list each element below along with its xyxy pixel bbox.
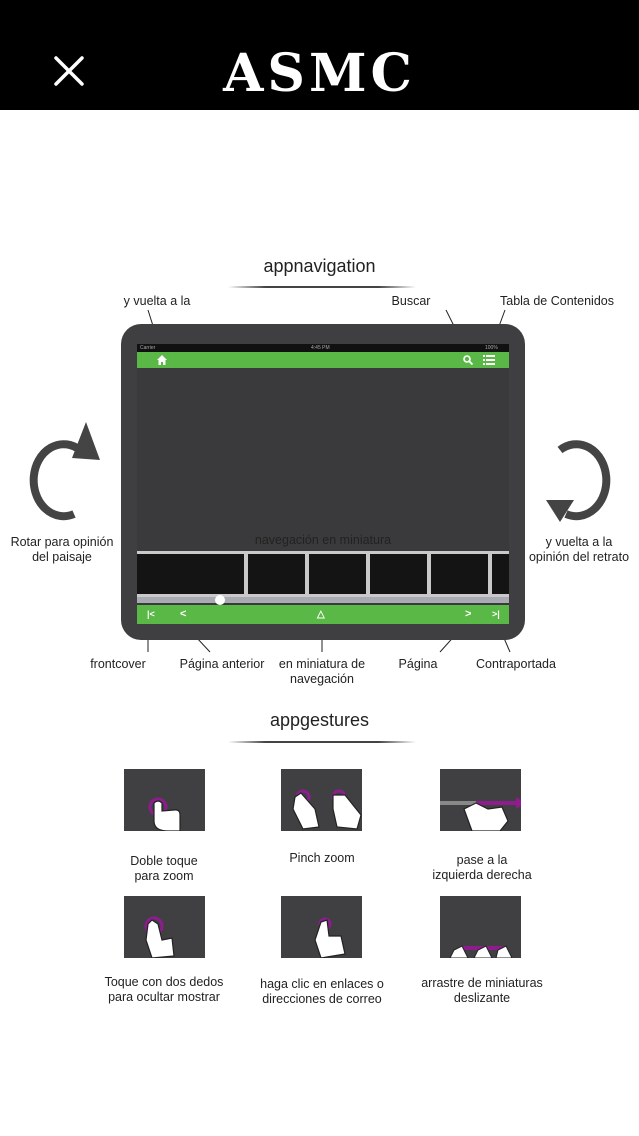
- gesture-pinch: [281, 769, 362, 831]
- thumbnail[interactable]: [492, 554, 509, 594]
- gesture-caption: haga clic en enlaces o: [260, 977, 384, 991]
- last-page-icon[interactable]: >|: [492, 609, 500, 619]
- top-bar: ASMC: [0, 0, 639, 110]
- rotate-right-icon: [546, 440, 611, 522]
- home-icon[interactable]: [157, 355, 167, 365]
- tap-link-icon: [314, 917, 346, 959]
- close-icon[interactable]: [48, 50, 90, 92]
- gesture-double-tap: [124, 769, 205, 832]
- drag-thumbnails-icon: [449, 945, 513, 959]
- thumbnail[interactable]: [248, 554, 305, 594]
- rotate-landscape-label-1: Rotar para opinión: [10, 535, 114, 549]
- gesture-caption: Toque con dos dedos: [104, 975, 224, 989]
- first-page-icon[interactable]: |<: [147, 609, 155, 619]
- table-of-contents-icon[interactable]: [483, 355, 495, 365]
- tablet-screen: Carrier 4:45 PM 100% navegación en minia…: [137, 344, 509, 624]
- thumbnail[interactable]: [187, 554, 244, 594]
- previous-page-icon[interactable]: <: [180, 608, 187, 620]
- gesture-caption: arrastre de miniaturas: [421, 976, 543, 990]
- thumbnail-nav-label: navegación en miniatura: [254, 533, 392, 547]
- gestures-title: appgestures: [269, 710, 370, 730]
- thumbnail[interactable]: [431, 554, 488, 594]
- double-tap-icon: [148, 797, 181, 832]
- search-label: Buscar: [391, 294, 431, 308]
- gesture-caption: Pinch zoom: [289, 851, 355, 865]
- brand-logo: ASMC: [223, 43, 416, 104]
- thumbnail-nav-label-1: en miniatura de: [278, 657, 366, 671]
- app-bottombar: |< < △ > >|: [137, 605, 509, 624]
- gestures-divider: [228, 741, 416, 743]
- carrier-text: Carrier: [140, 345, 156, 351]
- page-slider-knob[interactable]: [215, 595, 225, 605]
- rotate-portrait-label-1: y vuelta a la: [545, 535, 613, 549]
- gesture-swipe: [440, 769, 526, 832]
- gesture-tap-link: [281, 896, 362, 959]
- pinch-icon: [292, 789, 362, 830]
- time-text: 4:45 PM: [311, 345, 330, 351]
- thumbnail[interactable]: [370, 554, 427, 594]
- app-navbar: [137, 352, 509, 368]
- thumbnail-nav-label-2: navegación: [290, 672, 354, 686]
- navigation-divider: [228, 286, 416, 288]
- gesture-caption: deslizante: [453, 991, 511, 1005]
- toc-label: Tabla de Contenidos: [500, 294, 614, 308]
- gesture-caption: para ocultar mostrar: [108, 990, 220, 1004]
- gesture-two-finger-tap: [124, 896, 205, 959]
- gesture-caption: direcciones de correo: [262, 992, 382, 1006]
- gesture-caption: pase a la: [456, 853, 508, 867]
- rotate-portrait-label-2: opinión del retrato: [528, 550, 630, 564]
- home-label: y vuelta a la: [123, 294, 191, 308]
- navigation-title: appnavigation: [263, 256, 376, 276]
- next-page-label: Página: [398, 657, 438, 671]
- thumbnails-toggle-icon[interactable]: △: [317, 609, 325, 620]
- previous-page-label: Página anterior: [179, 657, 265, 671]
- frontcover-label: frontcover: [90, 657, 146, 671]
- search-icon[interactable]: [463, 355, 473, 365]
- thumbnail[interactable]: [309, 554, 366, 594]
- swipe-icon: [440, 797, 526, 832]
- gesture-drag-thumbnails: [440, 896, 521, 959]
- next-page-icon[interactable]: >: [465, 608, 472, 620]
- battery-text: 100%: [485, 345, 498, 351]
- page-slider[interactable]: [137, 595, 509, 605]
- gesture-caption: Doble toque: [130, 854, 198, 868]
- backcover-label: Contraportada: [476, 657, 556, 671]
- gesture-caption: izquierda derecha: [432, 868, 532, 882]
- rotate-left-icon: [29, 422, 100, 521]
- tablet-illustration: Carrier 4:45 PM 100% navegación en minia…: [121, 324, 525, 640]
- thumbnail[interactable]: [137, 554, 194, 594]
- rotate-landscape-label-2: del paisaje: [32, 550, 92, 564]
- two-finger-tap-icon: [144, 916, 175, 959]
- gesture-caption: para zoom: [134, 869, 194, 883]
- device-status-bar: Carrier 4:45 PM 100%: [137, 344, 509, 352]
- thumbnail-strip[interactable]: [137, 551, 509, 597]
